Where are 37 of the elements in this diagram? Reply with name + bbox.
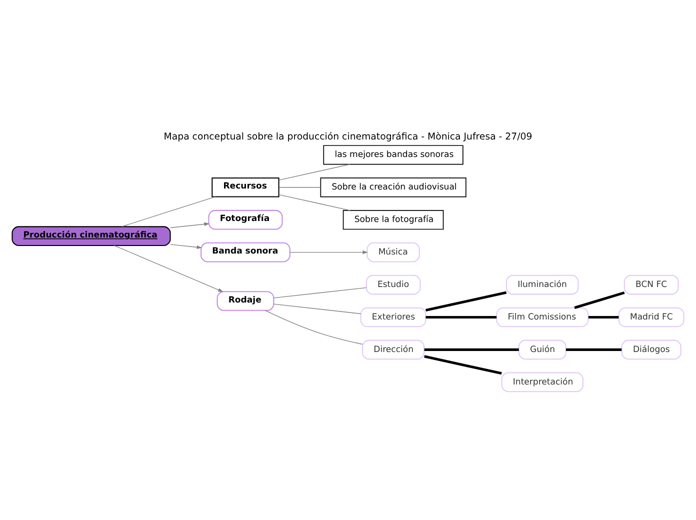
connector [273, 304, 362, 314]
connector [278, 187, 321, 188]
node-box: Fotografía [208, 210, 283, 230]
node-box: Recursos [212, 177, 280, 198]
node-box: Banda sonora [200, 242, 290, 262]
connector [574, 291, 625, 309]
arrow [290, 250, 368, 254]
node-box: Producción cinematográfica [12, 226, 171, 246]
connector [426, 316, 497, 319]
connector [264, 310, 363, 345]
arrow [114, 245, 224, 292]
connector [425, 291, 507, 312]
node-box: Rodaje [216, 291, 274, 311]
node-box: Dirección [362, 340, 425, 360]
node-box: Música [366, 242, 420, 262]
node-box: Interpretación [501, 372, 584, 392]
node-box: BCN FC [624, 274, 679, 295]
node-box: Madrid FC [618, 307, 684, 328]
node-box: Exteriores [360, 307, 426, 328]
node-box: Estudio [366, 274, 421, 295]
arrow [170, 222, 210, 228]
diagram-title: Mapa conceptual sobre la producción cinematográfica - Mònica Jufresa - 27/09 [164, 131, 532, 142]
node-box: Film Comissions [496, 307, 589, 328]
connector [273, 287, 367, 298]
connector [278, 194, 350, 211]
connector [122, 196, 216, 227]
node-box: Guión [518, 340, 566, 360]
node-box: Iluminación [506, 274, 579, 295]
connector [588, 316, 619, 319]
connector [424, 348, 519, 351]
node-box: Diálogos [621, 340, 682, 360]
arrow [170, 244, 202, 250]
connector [566, 348, 622, 351]
node-box: las mejores bandas sonoras [323, 145, 464, 165]
node-box: Sobre la fotografía [342, 210, 444, 230]
node-box: Sobre la creación audiovisual [320, 178, 466, 198]
connector [424, 355, 502, 375]
